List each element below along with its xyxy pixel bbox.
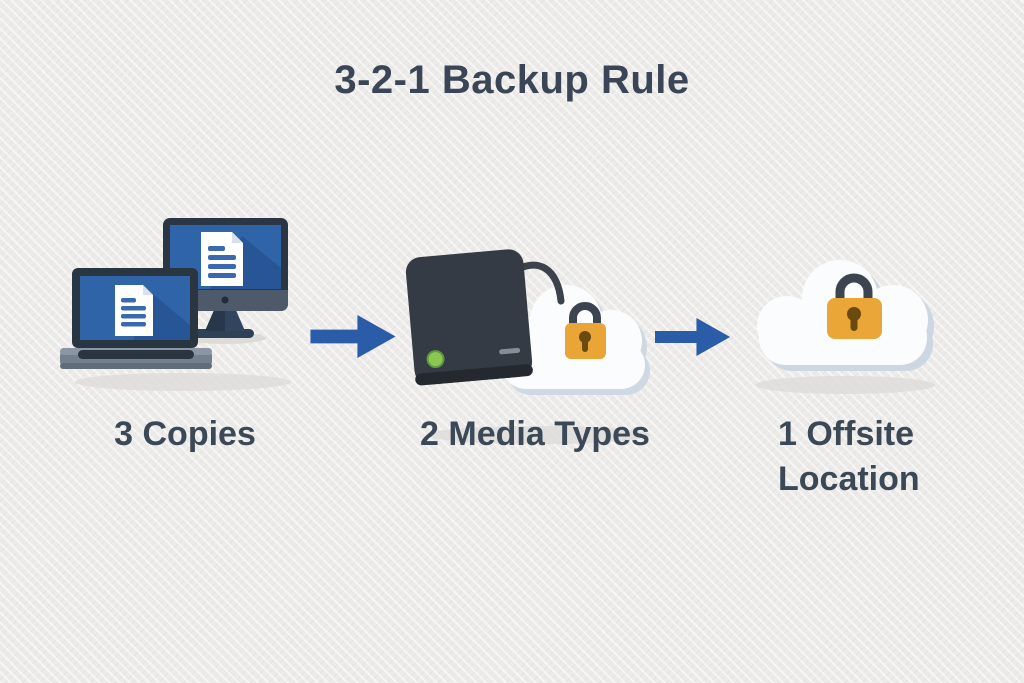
padlock-icon <box>827 273 882 339</box>
document-icon <box>201 232 243 286</box>
section-label-copies: 3 Copies <box>114 415 256 453</box>
ground-shadow <box>426 426 650 444</box>
page-title: 3-2-1 Backup Rule <box>334 58 690 102</box>
ground-shadow <box>75 373 291 391</box>
power-led <box>427 351 444 368</box>
secure-cloud-icon <box>755 260 935 394</box>
two-computers-icon <box>60 218 291 391</box>
section-label-offsite: 1 Offsite Location <box>778 415 920 498</box>
arrow-right-icon <box>310 314 396 359</box>
laptop-icon <box>60 268 212 369</box>
external-hard-drive-icon <box>405 249 533 386</box>
document-icon <box>115 285 153 336</box>
section-label-media-types: 2 Media Types <box>420 415 650 453</box>
ground-shadow <box>755 376 935 394</box>
drive-label <box>499 347 521 355</box>
padlock-icon <box>565 302 606 359</box>
hard-drive-and-secure-cloud-icon <box>405 249 650 444</box>
arrow-right-icon <box>655 318 731 356</box>
camera-dot <box>221 296 229 304</box>
